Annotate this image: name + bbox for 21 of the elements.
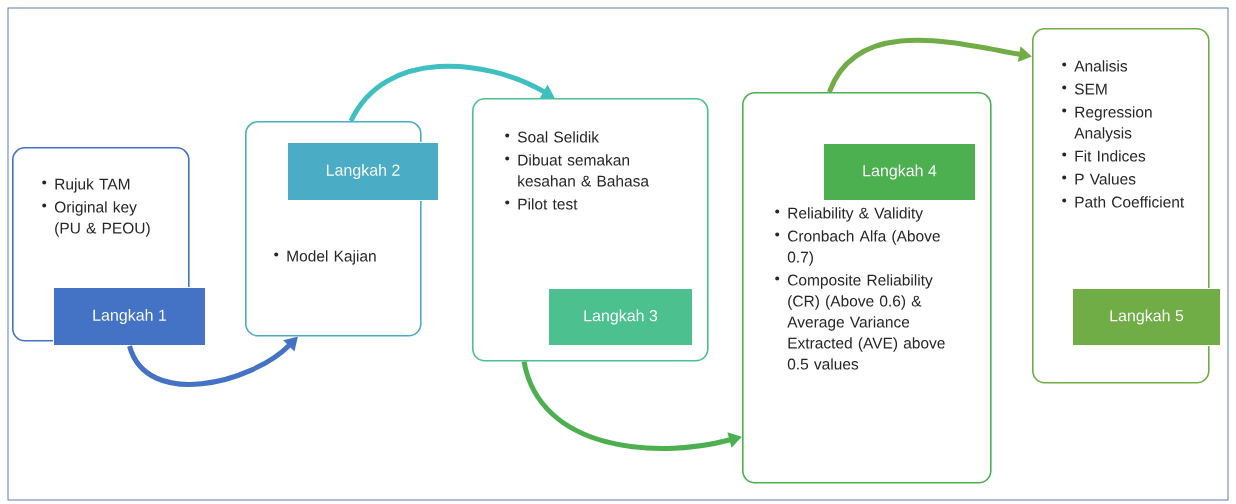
list-item: Composite Reliability (CR) (Above 0.6) & Average Variance Extracted (AVE) above 0.5 values <box>775 274 945 370</box>
step-panel <box>742 92 992 484</box>
list-item: Model Kajian <box>274 250 376 265</box>
list-item: P Values <box>1062 173 1136 185</box>
list-item: Soal Selidik <box>505 131 600 143</box>
step-heading: Langkah 5 <box>1072 288 1221 346</box>
step-heading: Langkah 1 <box>53 287 206 346</box>
list-item: Fit Indices <box>1062 150 1146 162</box>
step-heading: Langkah 3 <box>548 288 693 346</box>
step-heading: Langkah 4 <box>823 143 976 201</box>
list-item: Path Coefficient <box>1062 196 1185 208</box>
list-item: Pilot test <box>505 198 578 210</box>
list-item: Original key (PU & PEOU) <box>42 201 150 237</box>
list-item: Analisis <box>1062 60 1128 72</box>
list-item: Rujuk TAM <box>42 178 130 193</box>
list-item: SEM <box>1062 83 1107 95</box>
step-heading: Langkah 2 <box>287 142 439 201</box>
list-item: Dibuat semakan kesahan & Bahasa <box>505 154 649 187</box>
list-item: Regression Analysis <box>1062 106 1152 142</box>
list-item: Cronbach Alfa (Above 0.7) <box>775 230 940 266</box>
list-item: Reliability & Validity <box>775 207 923 222</box>
